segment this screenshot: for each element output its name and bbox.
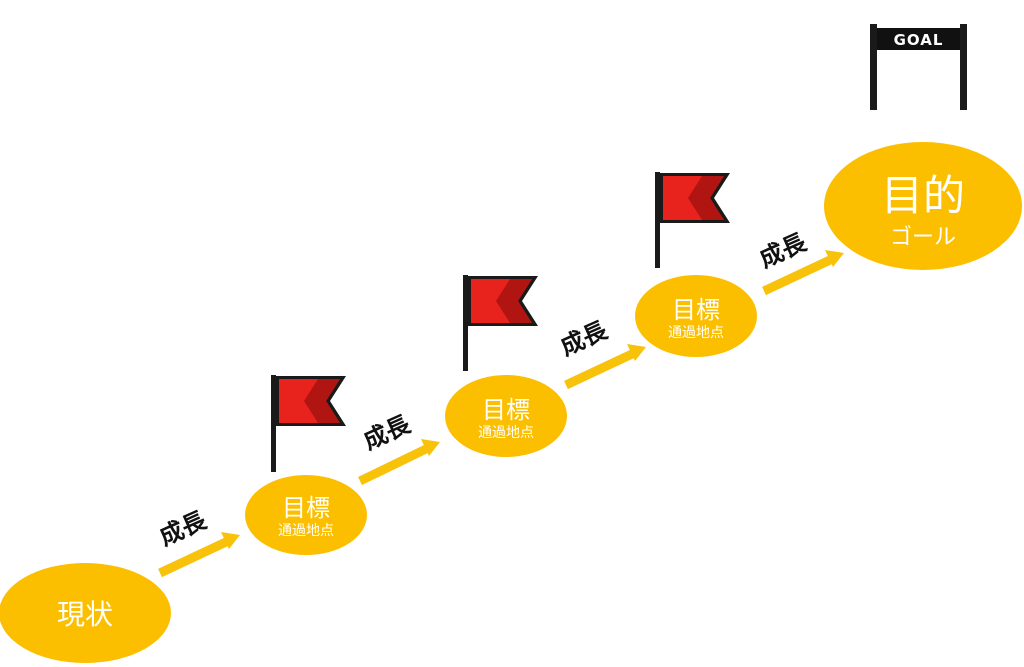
red-flag-icon xyxy=(655,172,730,268)
arrow-3: 成長 xyxy=(556,316,646,390)
arrow-3-shaft xyxy=(564,349,634,390)
node-milestone-1: 目標 通過地点 xyxy=(245,475,367,555)
node-purpose-shape xyxy=(824,142,1022,270)
node-current-shape xyxy=(0,563,171,663)
flag-1-fold xyxy=(304,379,340,423)
node-milestone-2-subtitle: 通過地点 xyxy=(478,425,534,441)
arrow-3-head xyxy=(627,344,646,361)
node-current-title: 現状 xyxy=(57,598,113,631)
flag-3-pole xyxy=(655,172,660,268)
arrow-4: 成長 xyxy=(755,228,844,296)
goal-banner xyxy=(877,28,960,50)
node-milestone-3-shape xyxy=(635,275,757,357)
node-milestone-2: 目標 通過地点 xyxy=(445,375,567,457)
flag-2-pole xyxy=(463,275,468,371)
goal-gate-icon: GOAL xyxy=(870,24,967,110)
node-purpose-title: 目的 xyxy=(881,171,965,220)
arrow-2-label: 成長 xyxy=(359,410,415,456)
arrow-2-head xyxy=(421,439,440,456)
flag-1-pole xyxy=(271,375,276,472)
flag-3-fold xyxy=(688,176,724,220)
node-milestone-1-shape xyxy=(245,475,367,555)
arrow-1-label: 成長 xyxy=(155,506,211,552)
arrow-4-label: 成長 xyxy=(755,228,811,274)
arrow-3-label: 成長 xyxy=(556,316,612,362)
red-flag-icon xyxy=(463,275,538,371)
arrow-4-shaft xyxy=(762,255,832,296)
node-milestone-3-subtitle: 通過地点 xyxy=(668,325,724,341)
goal-banner-text: GOAL xyxy=(894,31,944,49)
goal-gate-right-pole xyxy=(960,24,967,110)
arrow-4-head xyxy=(825,250,844,267)
node-milestone-2-title: 目標 xyxy=(482,396,530,424)
node-current: 現状 xyxy=(0,563,171,663)
node-purpose-subtitle: ゴール xyxy=(890,225,956,250)
goal-gate-left-pole xyxy=(870,24,877,110)
node-milestone-3-title: 目標 xyxy=(672,296,720,324)
arrow-1-head xyxy=(221,532,240,549)
flag-2-fold xyxy=(496,279,532,323)
red-flag-icon xyxy=(271,375,346,472)
node-milestone-1-title: 目標 xyxy=(282,494,330,522)
arrow-1-shaft xyxy=(158,537,228,578)
node-milestone-2-shape xyxy=(445,375,567,457)
node-purpose: 目的 ゴール xyxy=(824,142,1022,270)
node-milestone-3: 目標 通過地点 xyxy=(635,275,757,357)
arrow-1: 成長 xyxy=(155,506,240,578)
arrow-2: 成長 xyxy=(358,410,440,486)
arrow-2-shaft xyxy=(358,444,428,486)
node-milestone-1-subtitle: 通過地点 xyxy=(278,523,334,539)
